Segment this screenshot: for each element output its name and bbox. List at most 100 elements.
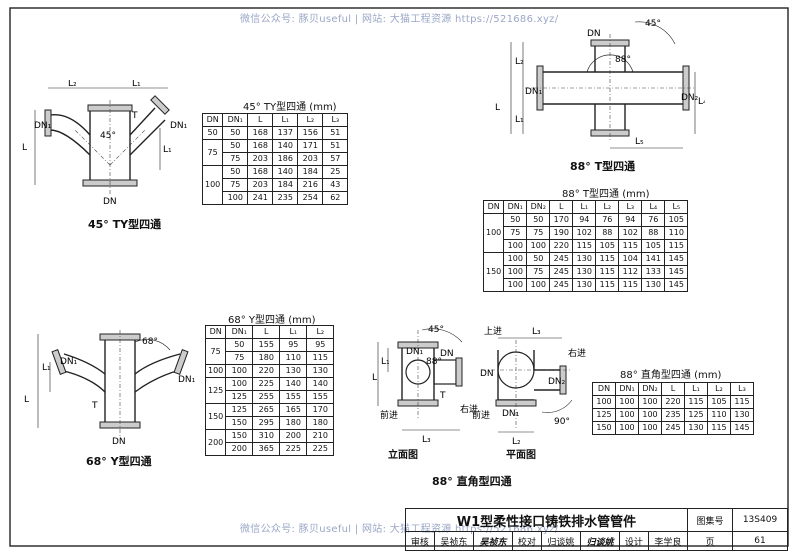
r88-DN1-elev-label: DN₁ xyxy=(406,347,424,357)
t88-L5-label: L₅ xyxy=(635,137,644,147)
table-cell: 203 xyxy=(247,178,274,192)
table-cell: 100 xyxy=(638,395,662,409)
table-cell: 130 xyxy=(684,421,708,435)
table-cell: 210 xyxy=(306,429,335,443)
table-cell: 88 xyxy=(641,226,666,240)
dn-group-cell: 150 xyxy=(482,252,505,292)
ty45-DN-label: DN xyxy=(103,197,117,207)
table-cell: 141 xyxy=(641,252,666,266)
table-cell: 150 xyxy=(225,429,254,443)
table-cell: 295 xyxy=(252,416,281,430)
y68-DN1-left-label: DN₁ xyxy=(60,357,78,367)
table-cell: 115 xyxy=(707,421,731,435)
table-cell: 115 xyxy=(306,351,335,365)
table-cell: 171 xyxy=(297,139,324,153)
t88-table-title: 88° T型四通 (mm) xyxy=(562,189,650,200)
column-header: L₁ xyxy=(684,382,708,396)
r88-DN1-plan-label: DN₁ xyxy=(502,409,520,419)
table-cell: 75 xyxy=(526,226,551,240)
table-cell: 265 xyxy=(252,403,281,417)
table-cell: 145 xyxy=(664,252,689,266)
table-cell: 76 xyxy=(595,213,620,227)
table-cell: 130 xyxy=(572,278,597,292)
table-cell: 180 xyxy=(252,351,281,365)
column-header: L₂ xyxy=(297,113,324,127)
designer-name: 李学良 xyxy=(647,531,689,551)
y68-T-label: T xyxy=(91,401,98,411)
table-cell: 137 xyxy=(272,126,299,140)
column-header: L₁ xyxy=(572,200,597,214)
column-header: L₂ xyxy=(707,382,731,396)
r88-DN-plan-label: DN xyxy=(480,369,494,379)
table-cell: 100 xyxy=(503,239,528,253)
table-cell: 104 xyxy=(618,252,643,266)
dn-group-cell: 100 xyxy=(201,165,224,205)
column-header: DN₁ xyxy=(222,113,249,127)
column-header: DN₂ xyxy=(638,382,662,396)
column-header: L₄ xyxy=(641,200,666,214)
table-cell: 220 xyxy=(661,395,685,409)
table-cell: 76 xyxy=(641,213,666,227)
ty45-DN1-left-label: DN₁ xyxy=(34,121,52,131)
table-cell: 110 xyxy=(707,408,731,422)
column-header: L₁ xyxy=(272,113,299,127)
table-cell: 75 xyxy=(225,351,254,365)
table-cell: 150 xyxy=(592,421,616,435)
table-cell: 50 xyxy=(526,252,551,266)
table-cell: 110 xyxy=(664,226,689,240)
table-cell: 165 xyxy=(279,403,308,417)
table-cell: 225 xyxy=(252,377,281,391)
dn-group-cell: 200 xyxy=(204,429,227,456)
table-cell: 115 xyxy=(684,395,708,409)
r88-L-label: L xyxy=(372,373,377,383)
dn-group-cell: 125 xyxy=(204,377,227,404)
table-cell: 241 xyxy=(247,191,274,205)
table-cell: 200 xyxy=(225,442,254,456)
table-cell: 130 xyxy=(730,408,754,422)
table-cell: 155 xyxy=(252,338,281,352)
table-cell: 245 xyxy=(661,421,685,435)
r88-angle88-label: 88° xyxy=(426,357,442,367)
t88-L-label: L xyxy=(495,103,500,113)
column-header: L₅ xyxy=(664,200,689,214)
column-header: DN₂ xyxy=(526,200,551,214)
table-cell: 130 xyxy=(306,364,335,378)
table-cell: 255 xyxy=(252,390,281,404)
reviewer-signature: 吴祯东 xyxy=(472,531,514,551)
table-cell: 125 xyxy=(225,390,254,404)
ty45-L3-label: L₁ xyxy=(132,80,141,89)
table-cell: 184 xyxy=(297,165,324,179)
column-header: L₃ xyxy=(730,382,754,396)
column-header: DN₁ xyxy=(615,382,639,396)
table-cell: 100 xyxy=(615,395,639,409)
table-cell: 115 xyxy=(618,239,643,253)
table-cell: 168 xyxy=(247,165,274,179)
table-cell: 95 xyxy=(279,338,308,352)
table-cell: 100 xyxy=(615,421,639,435)
t88-drawing: DN DN₁ DN₂ L L₂ L₁ L₄ L₅ 45° 88° xyxy=(495,19,705,149)
table-cell: 105 xyxy=(595,239,620,253)
column-header: L xyxy=(549,200,574,214)
table-cell: 75 xyxy=(222,152,249,166)
ty45-L2-label: L₂ xyxy=(68,80,77,89)
table-cell: 180 xyxy=(279,416,308,430)
table-cell: 125 xyxy=(592,408,616,422)
table-cell: 130 xyxy=(572,252,597,266)
dn-group-cell: 100 xyxy=(482,213,505,253)
r88-table-title: 88° 直角型四通 (mm) xyxy=(620,370,722,381)
t88-L1-label: L₁ xyxy=(515,115,524,125)
column-header: L₂ xyxy=(595,200,620,214)
table-cell: 145 xyxy=(664,265,689,279)
